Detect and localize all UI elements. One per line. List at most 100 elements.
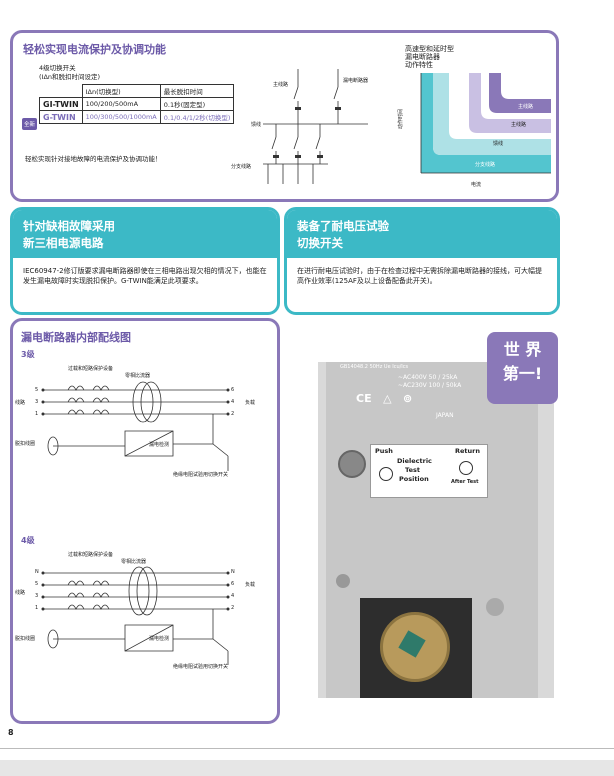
chart-xlabel: 电流 <box>471 182 482 188</box>
terminal-label: 3 <box>35 399 39 405</box>
terminal-label: 4 <box>231 593 235 599</box>
model-name: G-TWIN <box>39 110 83 124</box>
terminal-label: 1 <box>35 411 39 417</box>
heading-line: 针对缺相故障采用 <box>23 219 115 233</box>
diagram-label-leak: 漏电断路器 <box>343 78 369 84</box>
chart-band-label: 分支线路 <box>475 162 496 168</box>
page-bottom-strip <box>0 760 614 776</box>
terminal-label: N <box>35 569 39 575</box>
table-row: GI-TWIN 100/200/500mA 0.1秒(固定型) <box>39 97 235 111</box>
breaker-photo: GB14048.2 50Hz Ue Icu/Ics ~AC400V 50 / 2… <box>318 362 554 698</box>
load-label: 负载 <box>245 400 256 406</box>
table-cell: 100/300/500/1000mA <box>81 110 161 124</box>
section-caption: 轻松实现针对接地故障的电流保护及协调功能！ <box>25 155 162 163</box>
after-test-text: After Test <box>451 479 479 485</box>
chart-ylabel: 动作时间 <box>398 108 404 129</box>
terminal-label: 5 <box>35 387 39 393</box>
terminal-screw <box>336 574 350 588</box>
test-switch-icon <box>379 467 393 481</box>
phase-loss-section: 针对缺相故障采用 新三相电源电路 IEC60947-2修订版要求漏电断路器即使在… <box>10 207 280 315</box>
section-body: 在进行耐电压试验时，由于在检查过程中无需拆除漏电断路器的接线，可大幅提高作业效率… <box>297 267 542 285</box>
new-badge: 全新 <box>22 118 38 130</box>
dielectric-test-section: 装备了耐电压试验 切换开关 在进行耐电压试验时，由于在检查过程中无需拆除漏电断路… <box>284 207 560 315</box>
section-heading: 装备了耐电压试验 切换开关 <box>287 210 557 258</box>
zct-label: 零相比流器 <box>125 373 151 379</box>
chart-title-line: 高速型和延时型 <box>405 45 454 53</box>
chart-band-label: 主线路 <box>511 122 527 128</box>
diagram-label-feeder: 馈线 <box>251 122 262 128</box>
heading-line: 切换开关 <box>297 236 343 250</box>
test-switch-label: 绝缘电阻试验用切换开关 <box>173 472 229 478</box>
section-title: 轻松实现电流保护及协调功能 <box>23 43 166 56</box>
terminal-label: 3 <box>35 593 39 599</box>
load-label: 负载 <box>245 582 256 588</box>
terminal-label: 1 <box>35 605 39 611</box>
switch-subtitle: (IΔn和脱扣时间设定) <box>39 73 101 81</box>
switch-table: IΔn(切换型) 最长脱扣时间 GI-TWIN 100/200/500mA 0.… <box>39 84 235 124</box>
world-first-badge: 世 界 第一! <box>487 332 558 404</box>
position-text: Position <box>399 475 429 483</box>
badge-line: 第一! <box>502 364 543 383</box>
line-label: 线路 <box>15 590 26 596</box>
chart-title-line: 漏电断路器 <box>405 53 440 61</box>
table-cell: 0.1秒(固定型) <box>159 97 235 111</box>
terminal-label: 6 <box>231 581 235 587</box>
chart-title: 高速型和延时型 漏电断路器 动作特性 <box>405 45 454 69</box>
badge-line: 世 界 <box>503 340 542 359</box>
chart-title-line: 动作特性 <box>405 61 433 69</box>
terminal-label: 2 <box>231 605 235 611</box>
switch-title: 4级切换开关 <box>39 64 76 72</box>
terminal-label: 6 <box>231 387 235 393</box>
overcurrent-label: 过载和短路保护设备 <box>68 366 114 372</box>
diagram-label-branch: 分支线路 <box>231 164 252 170</box>
leak-detect-label: 漏电检测 <box>149 636 170 642</box>
chart-band-label: 主线路 <box>518 104 534 110</box>
heading-line: 新三相电源电路 <box>23 236 104 250</box>
terminal-label: N <box>231 569 235 575</box>
terminal-label: 2 <box>231 411 235 417</box>
terminal-label: 4 <box>231 399 235 405</box>
table-header: IΔn(切换型) <box>81 84 161 98</box>
rating-line: ~AC230V 100 / 50kA <box>398 382 462 389</box>
table-cell: 0.1/0.4/1/2秒(切换型) <box>159 110 235 124</box>
japan-label: JAPAN <box>436 412 454 419</box>
section-heading: 针对缺相故障采用 新三相电源电路 <box>13 210 277 258</box>
overcurrent-label: 过载和短路保护设备 <box>68 552 114 558</box>
page-number: 8 <box>8 728 14 737</box>
wiring-diagram-3-pole <box>41 381 230 471</box>
heading-line: 装备了耐电压试验 <box>297 219 389 233</box>
rating-top: GB14048.2 50Hz Ue Icu/Ics <box>340 364 409 370</box>
terminal-label: 5 <box>35 581 39 587</box>
protection-coordination-section: 轻松实现电流保护及协调功能 4级切换开关 (IΔn和脱扣时间设定) IΔn(切换… <box>10 30 559 202</box>
table-header-row: IΔn(切换型) 最长脱扣时间 <box>40 84 235 98</box>
line-label: 线路 <box>15 400 26 406</box>
section-title: 漏电断路器内部配线图 <box>21 331 131 344</box>
section-body: IEC60947-2修订版要求漏电断路器即使在三相电路出现欠相的情况下，也能在发… <box>23 267 267 285</box>
test-text: Test <box>405 466 420 474</box>
selector-knob <box>338 450 366 478</box>
leak-detect-label: 漏电检测 <box>149 442 170 448</box>
page-bottom-border <box>0 748 614 749</box>
pole-4-label: 4级 <box>21 536 35 545</box>
chart-band-label: 馈线 <box>493 141 504 147</box>
return-text: Return <box>455 447 480 455</box>
zct-label: 零相比流器 <box>121 559 147 565</box>
test-switch-label: 绝缘电阻试验用切换开关 <box>173 664 229 670</box>
table-cell: 100/200/500mA <box>81 97 161 111</box>
trip-coil-label: 脱扣线圈 <box>15 441 36 447</box>
rating-line: ~AC400V 50 / 25kA <box>398 374 458 381</box>
characteristic-chart <box>411 73 551 174</box>
certification-marks: CE △ ⊚ <box>356 392 413 405</box>
return-switch-icon <box>459 461 473 475</box>
model-name: GI-TWIN <box>39 97 83 111</box>
dielectric-test-label: Push Dielectric Test Position Return Aft… <box>370 444 488 498</box>
wiring-diagram-section: 漏电断路器内部配线图 3级 过载和短路保护设备 零相比流器 线路 负载 脱扣线圈… <box>10 318 280 724</box>
table-row: G-TWIN 100/300/500/1000mA 0.1/0.4/1/2秒(切… <box>39 110 235 124</box>
push-text: Push <box>375 447 393 455</box>
trip-coil-label: 脱扣线圈 <box>15 636 36 642</box>
wiring-diagram-4-pole <box>41 566 230 665</box>
coordination-circuit-diagram <box>263 69 368 184</box>
table-header: 最长脱扣时间 <box>159 84 235 98</box>
dielectric-text: Dielectric <box>397 457 432 465</box>
terminal-screw <box>486 598 504 616</box>
